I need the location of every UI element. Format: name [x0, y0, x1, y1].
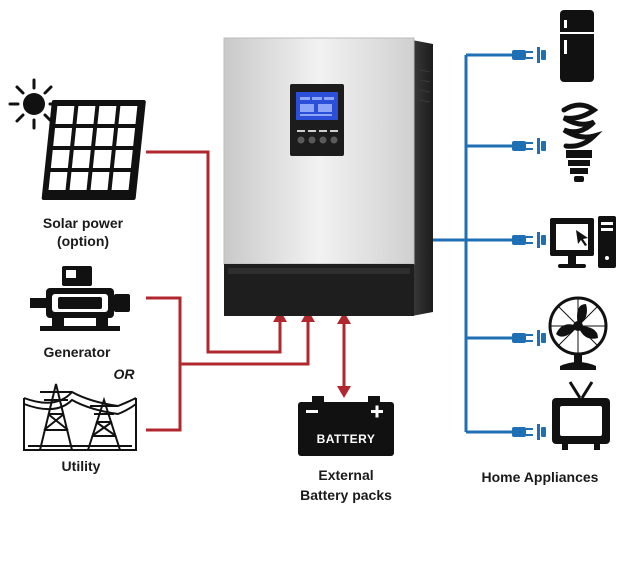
fan-icon [548, 296, 608, 370]
solar-power-label: Solar power (option) [18, 214, 148, 250]
output-wiring [433, 53, 512, 434]
utility-tower-icon [23, 383, 137, 451]
battery-wire [337, 312, 351, 398]
or-label: OR [113, 366, 135, 382]
external-label-line1: External [318, 467, 374, 483]
inverter [223, 37, 433, 316]
fridge-icon [560, 10, 594, 82]
battery-text: BATTERY [316, 432, 376, 446]
ac-input-wiring [146, 150, 310, 432]
plug-icons [512, 47, 546, 440]
external-label-line2: Battery packs [300, 487, 392, 503]
home-appliances-label: Home Appliances [481, 469, 599, 485]
generator-label: Generator [43, 344, 111, 360]
generator-wire [146, 296, 182, 432]
computer-icon [550, 216, 616, 268]
plug-icon [512, 232, 546, 248]
gen-utility-trunk [180, 320, 310, 366]
solar-wire [146, 150, 282, 354]
external-battery-label: External Battery packs [276, 465, 416, 505]
plug-icon [512, 138, 546, 154]
lightbulb-icon [561, 102, 603, 182]
solar-label-line2: (option) [56, 233, 110, 249]
tv-icon [552, 381, 610, 450]
panel-buttons [297, 136, 338, 144]
inverter-side [412, 40, 433, 316]
plug-icon [512, 47, 546, 63]
plug-icon [512, 424, 546, 440]
solar-label-line1: Solar power [42, 215, 124, 231]
plug-icon [512, 330, 546, 346]
utility-label: Utility [61, 458, 101, 474]
solar-panel-icon [41, 100, 146, 200]
generator-icon [30, 266, 130, 331]
battery-icon [298, 396, 394, 456]
